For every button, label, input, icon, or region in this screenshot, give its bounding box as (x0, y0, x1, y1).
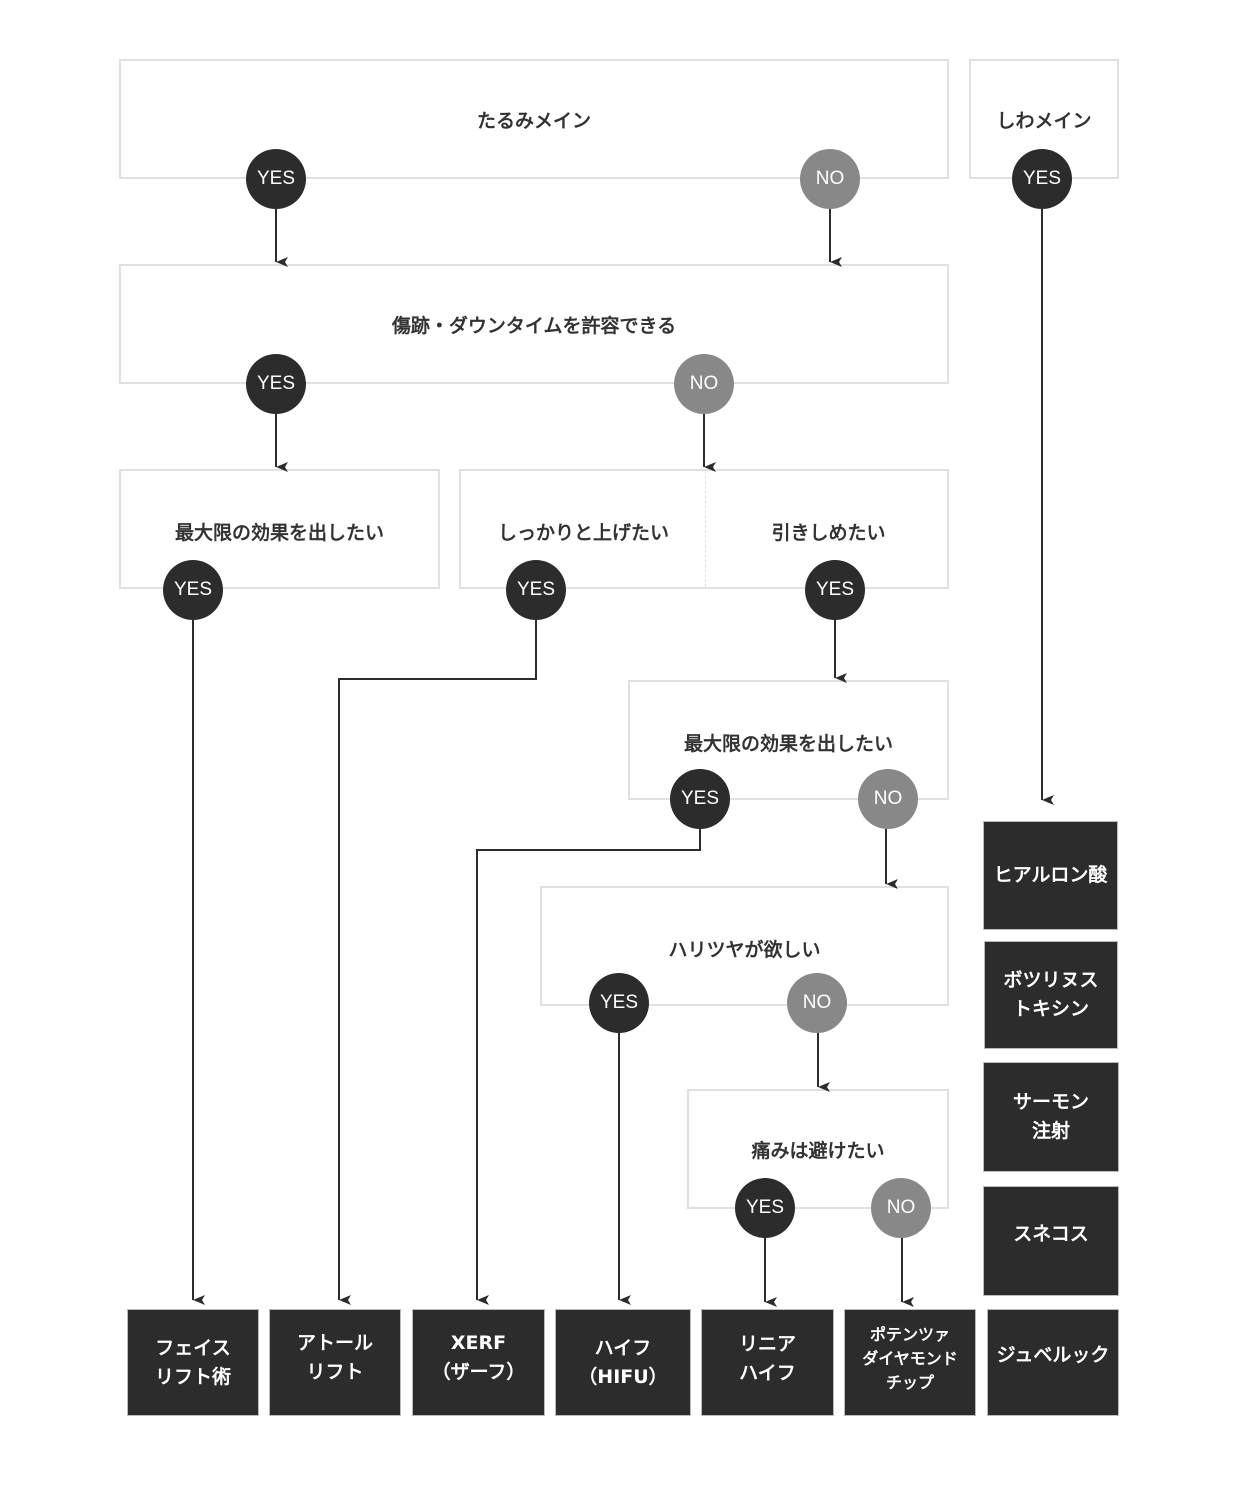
question-label: たるみメイン (476, 110, 591, 132)
result-hifu[interactable]: ハイフ （HIFU） (555, 1309, 691, 1416)
result-atoll-lift[interactable]: アトール リフト (269, 1309, 401, 1416)
result-facelift[interactable]: フェイス リフト術 (127, 1309, 259, 1416)
result-hyaluronic-acid[interactable]: ヒアルロン酸 (983, 821, 1118, 930)
result-xerf[interactable]: XERF （ザーフ） (412, 1309, 545, 1416)
no-badge: NO (674, 354, 734, 414)
yes-badge: YES (163, 560, 223, 620)
result-salmon-injection[interactable]: サーモン 注射 (983, 1062, 1119, 1172)
result-botulinum-toxin[interactable]: ボツリヌス トキシン (984, 941, 1118, 1049)
question-label: 引きしめたい (771, 522, 886, 544)
question-label: ハリツヤが欲しい (668, 939, 821, 961)
yes-badge: YES (670, 769, 730, 829)
yes-badge: YES (506, 560, 566, 620)
yes-badge: YES (805, 560, 865, 620)
result-potenza-diamond-tip[interactable]: ポテンツァ ダイヤモンド チップ (844, 1309, 976, 1416)
result-sunekos[interactable]: スネコス (983, 1186, 1119, 1296)
yes-badge: YES (735, 1178, 795, 1238)
yes-badge: YES (1012, 149, 1072, 209)
result-juvelook[interactable]: ジュベルック (987, 1309, 1119, 1416)
no-badge: NO (800, 149, 860, 209)
yes-badge: YES (246, 149, 306, 209)
divider (705, 471, 706, 587)
no-badge: NO (787, 973, 847, 1033)
question-downtime: 傷跡・ダウンタイムを許容できる (119, 264, 949, 384)
question-label: 最大限の効果を出したい (683, 733, 893, 755)
no-badge: NO (871, 1178, 931, 1238)
yes-badge: YES (246, 354, 306, 414)
no-badge: NO (858, 769, 918, 829)
question-label: 痛みは避けたい (751, 1140, 885, 1162)
arrow-q4a-yes (338, 620, 537, 1305)
result-linear-hifu[interactable]: リニア ハイフ (701, 1309, 834, 1416)
question-max-effect-1: 最大限の効果を出したい (119, 469, 440, 589)
question-label: しっかりと上げたい (497, 522, 669, 544)
yes-badge: YES (589, 973, 649, 1033)
question-label: 最大限の効果を出したい (174, 522, 384, 544)
question-label: 傷跡・ダウンタイムを許容できる (391, 315, 677, 337)
question-label: しわメイン (996, 110, 1092, 132)
